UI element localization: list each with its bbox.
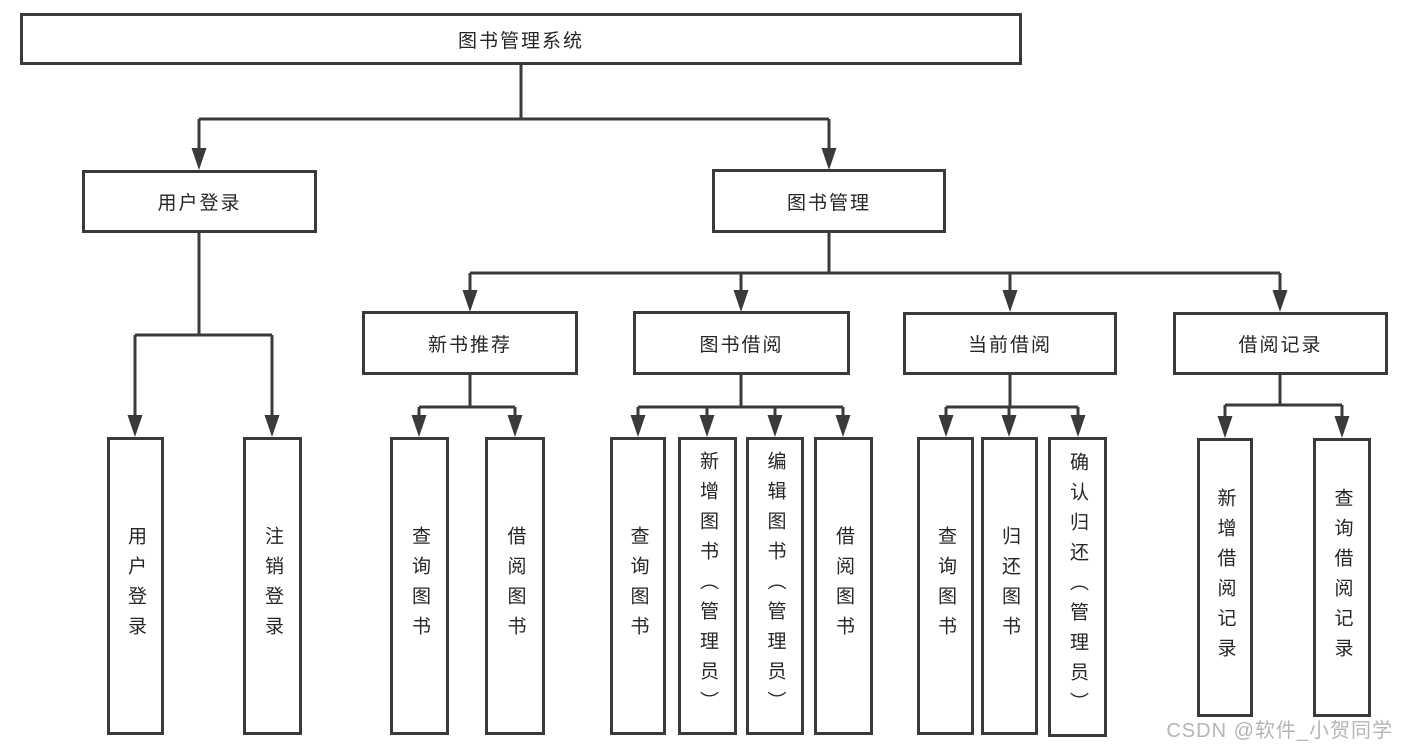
node-borrow-records: 借阅记录 [1173, 312, 1388, 375]
leaf-logout-label: 注销登录 [262, 526, 283, 646]
leaf-add-book-admin-label: 新增图书（管理员） [697, 451, 718, 721]
leaf-query-books-recommend: 查询图书 [390, 437, 449, 735]
leaf-query-books-borrowing: 查询图书 [610, 437, 666, 735]
node-current-borrowing-label: 当前借阅 [967, 335, 1052, 356]
leaf-user-login: 用户登录 [107, 437, 164, 735]
leaf-borrow-books-recommend: 借阅图书 [485, 437, 545, 735]
leaf-borrow-books-borrowing-label: 借阅图书 [833, 526, 854, 646]
csdn-watermark: CSDN @软件_小贺同学 [1166, 720, 1393, 742]
leaf-return-book: 归还图书 [981, 437, 1038, 735]
node-root-system: 图书管理系统 [20, 13, 1022, 65]
leaf-edit-book-admin-label: 编辑图书（管理员） [764, 451, 786, 721]
node-book-management: 图书管理 [712, 169, 946, 233]
node-new-book-recommend: 新书推荐 [362, 311, 578, 375]
leaf-confirm-return-admin: 确认归还（管理员） [1048, 437, 1107, 737]
leaf-query-books-current: 查询图书 [917, 437, 974, 735]
leaf-borrow-books-borrowing: 借阅图书 [814, 437, 873, 735]
leaf-add-borrow-record: 新增借阅记录 [1197, 438, 1253, 717]
node-new-book-recommend-label: 新书推荐 [427, 334, 512, 356]
leaf-user-login-label: 用户登录 [125, 526, 146, 646]
leaf-return-book-label: 归还图书 [999, 526, 1020, 646]
node-user-login: 用户登录 [82, 170, 317, 233]
leaf-query-borrow-record-label: 查询借阅记录 [1331, 487, 1353, 668]
leaf-logout: 注销登录 [243, 437, 302, 735]
leaf-query-books-borrowing-label: 查询图书 [627, 526, 649, 646]
leaf-edit-book-admin: 编辑图书（管理员） [746, 437, 804, 735]
node-book-borrowing-label: 图书借阅 [699, 334, 784, 356]
leaf-query-books-current-label: 查询图书 [935, 526, 956, 646]
node-borrow-records-label: 借阅记录 [1238, 335, 1323, 356]
node-book-management-label: 图书管理 [786, 192, 871, 214]
node-current-borrowing: 当前借阅 [903, 312, 1117, 375]
leaf-query-books-recommend-label: 查询图书 [409, 526, 430, 646]
node-root-label: 图书管理系统 [457, 30, 584, 52]
leaf-borrow-books-recommend-label: 借阅图书 [504, 526, 526, 646]
arrowheads [127, 148, 1350, 438]
node-book-borrowing: 图书借阅 [633, 311, 850, 375]
leaf-add-book-admin: 新增图书（管理员） [678, 437, 737, 735]
node-user-login-label: 用户登录 [157, 193, 242, 214]
leaf-query-borrow-record: 查询借阅记录 [1313, 438, 1371, 717]
leaf-confirm-return-admin-label: 确认归还（管理员） [1067, 452, 1088, 722]
leaf-add-borrow-record-label: 新增借阅记录 [1214, 487, 1236, 668]
